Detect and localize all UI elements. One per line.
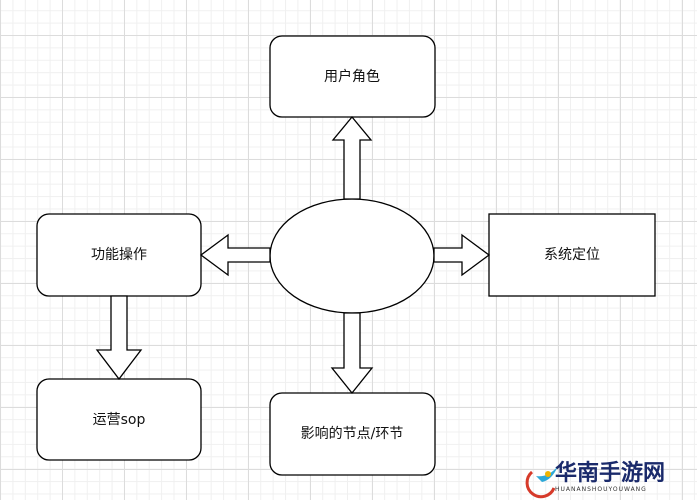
arrow-down-left bbox=[95, 295, 143, 381]
node-system-position[interactable] bbox=[488, 213, 656, 297]
arrow-up bbox=[331, 115, 373, 200]
arrow-right bbox=[433, 233, 491, 277]
label-function-ops: 功能操作 bbox=[91, 247, 147, 263]
node-center-ellipse[interactable] bbox=[269, 198, 435, 314]
arrow-down-center bbox=[330, 312, 374, 395]
arrow-left bbox=[199, 233, 271, 277]
label-affected-nodes: 影响的节点/环节 bbox=[301, 426, 404, 442]
label-user-role: 用户角色 bbox=[324, 68, 380, 85]
label-ops-sop: 运营sop bbox=[93, 412, 146, 428]
watermark: 华南手游网 HUANANSHOUYOUWANG bbox=[555, 461, 666, 494]
watermark-logo-icon bbox=[525, 466, 558, 499]
label-system-position: 系统定位 bbox=[544, 247, 600, 263]
watermark-subtitle: HUANANSHOUYOUWANG bbox=[555, 486, 647, 493]
watermark-title: 华南手游网 bbox=[555, 461, 666, 486]
